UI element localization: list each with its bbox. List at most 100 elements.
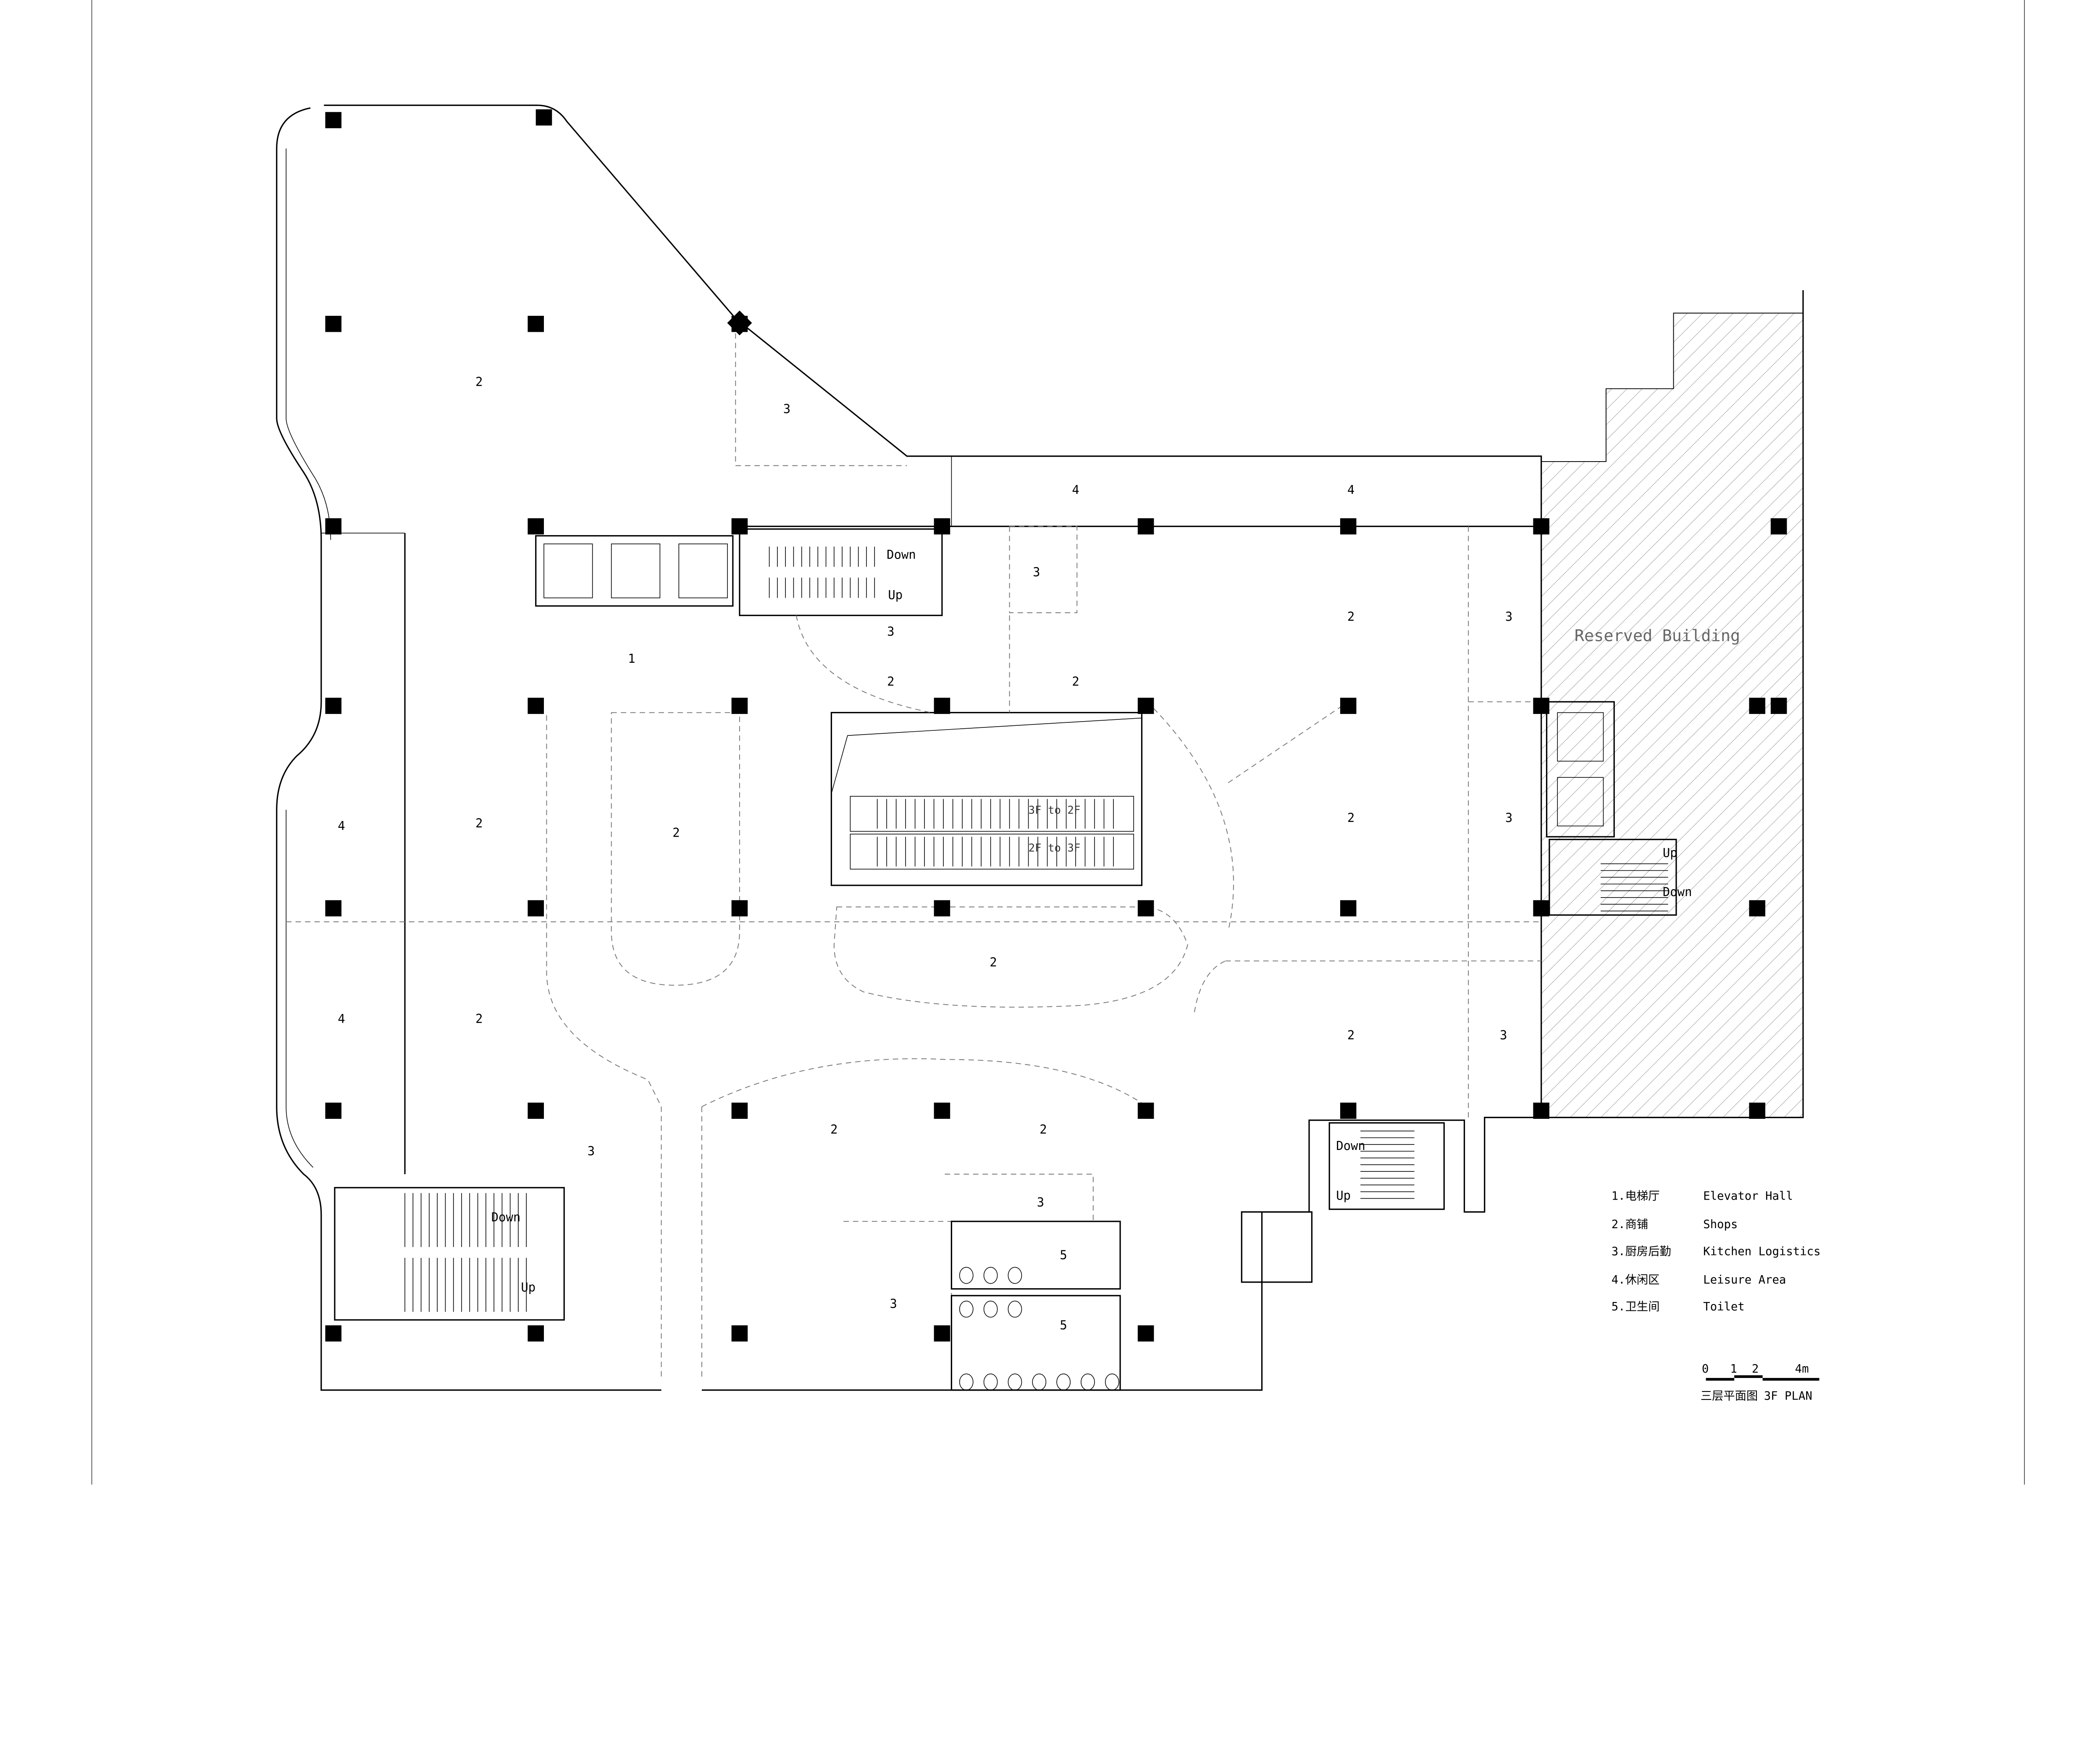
room-label: 3	[783, 402, 790, 416]
column	[1770, 698, 1787, 714]
room-label: 3	[1037, 1195, 1044, 1210]
stair-down-label: Down	[887, 547, 916, 562]
column	[528, 315, 544, 332]
column	[536, 109, 552, 126]
column	[325, 315, 341, 332]
svg-text:1.电梯厅: 1.电梯厅	[1612, 1190, 1660, 1203]
room-label: 5	[1060, 1318, 1067, 1332]
column	[731, 900, 748, 916]
room-label: 4	[338, 1012, 345, 1026]
room-label: 2	[1347, 609, 1354, 624]
column	[325, 1102, 341, 1119]
column	[528, 1102, 544, 1119]
escalator-void: 3F to 2F 2F to 3F	[830, 712, 1143, 886]
svg-text:5.卫生间: 5.卫生间	[1612, 1300, 1660, 1313]
room-label: 3	[887, 624, 894, 638]
room-label: 1	[628, 651, 635, 666]
toilet-fixture-icon	[959, 1267, 974, 1284]
column	[1533, 900, 1549, 916]
stair-down-label: Down	[491, 1210, 521, 1224]
svg-text:2: 2	[1752, 1362, 1759, 1376]
toilet-fixture-icon	[1105, 1373, 1119, 1391]
toilets	[950, 1221, 1121, 1391]
plan-title-cn: 三层平面图	[1701, 1389, 1758, 1402]
room-label: 3	[1505, 609, 1512, 624]
toilet-fixture-icon	[1008, 1300, 1022, 1318]
column	[325, 900, 341, 916]
room-label: 2	[1347, 1028, 1354, 1042]
column	[731, 1102, 748, 1119]
room-label: 3	[1033, 565, 1040, 579]
escalator-down-label: 3F to 2F	[1029, 804, 1081, 817]
column	[1137, 698, 1154, 714]
legend-item: 5.卫生间 Toilet	[1612, 1300, 1745, 1313]
column	[1340, 698, 1357, 714]
reserved-building-area	[1541, 312, 1804, 1118]
toilet-fixture-icon	[1032, 1373, 1047, 1391]
column	[1533, 1102, 1549, 1119]
room-label: 3	[890, 1297, 897, 1311]
toilet-fixture-icon	[1008, 1267, 1022, 1284]
column	[325, 518, 341, 535]
toilet-fixture-icon	[959, 1373, 974, 1391]
column	[1137, 900, 1154, 916]
stair-labels: Down Up Up Down Down Up Down Up	[491, 547, 1692, 1294]
room-label: 2	[475, 1012, 483, 1026]
column	[1137, 1102, 1154, 1119]
column	[1749, 1102, 1766, 1119]
legend-item: 4.休闲区 Leisure Area	[1612, 1273, 1786, 1286]
svg-text:1: 1	[1730, 1362, 1737, 1376]
room-label: 4	[1347, 483, 1354, 497]
svg-text:Elevator Hall: Elevator Hall	[1703, 1190, 1793, 1203]
legend-item: 3.厨房后勤 Kitchen Logistics	[1612, 1245, 1821, 1258]
column	[1533, 518, 1549, 535]
column	[1749, 698, 1766, 714]
column	[325, 1325, 341, 1342]
column	[731, 1325, 748, 1342]
room-label: 4	[338, 819, 345, 833]
room-label: 3	[1500, 1028, 1507, 1042]
reserved-building-label: Reserved Building	[1575, 626, 1740, 645]
room-label: 2	[1347, 811, 1354, 825]
svg-text:3.厨房后勤: 3.厨房后勤	[1612, 1245, 1671, 1258]
column	[1749, 900, 1766, 916]
column	[528, 698, 544, 714]
stairs	[334, 528, 1677, 1321]
svg-text:Kitchen Logistics: Kitchen Logistics	[1703, 1245, 1820, 1258]
stair-up-label: Up	[1336, 1189, 1351, 1203]
column	[934, 900, 950, 916]
room-label: 2	[475, 375, 483, 389]
column	[1137, 1325, 1154, 1342]
stair-down-label: Down	[1336, 1139, 1365, 1153]
room-label: 2	[1040, 1122, 1047, 1137]
floor-plan: Reserved Building 3F to 2F 2F to 3F	[91, 0, 2025, 1485]
svg-text:0: 0	[1702, 1362, 1709, 1376]
column	[1340, 1102, 1357, 1119]
toilet-fixture-icon	[1056, 1373, 1071, 1391]
svg-text:4.休闲区: 4.休闲区	[1612, 1273, 1660, 1286]
column	[1770, 518, 1787, 535]
column	[934, 518, 950, 535]
room-label: 3	[1505, 811, 1512, 825]
room-label: 2	[475, 816, 483, 830]
room-label: 2	[990, 955, 997, 969]
column	[934, 1102, 950, 1119]
room-label: 5	[1060, 1248, 1067, 1262]
toilet-fixture-icon	[1081, 1373, 1095, 1391]
column	[731, 698, 748, 714]
column	[934, 1325, 950, 1342]
column	[325, 698, 341, 714]
column	[1137, 518, 1154, 535]
column	[1340, 518, 1357, 535]
svg-text:2.商铺: 2.商铺	[1612, 1218, 1648, 1231]
scale-bar: 0 1 2 4m 三层平面图 3F PLAN	[1701, 1362, 1819, 1402]
svg-text:Leisure Area: Leisure Area	[1703, 1273, 1786, 1286]
toilet-fixture-icon	[983, 1267, 998, 1284]
room-label: 3	[588, 1144, 595, 1158]
stair-up-label: Up	[1663, 845, 1677, 860]
toilet-fixture-icon	[983, 1300, 998, 1318]
svg-text:Toilet: Toilet	[1703, 1300, 1745, 1313]
column	[1340, 900, 1357, 916]
escalator-up-label: 2F to 3F	[1029, 842, 1081, 855]
